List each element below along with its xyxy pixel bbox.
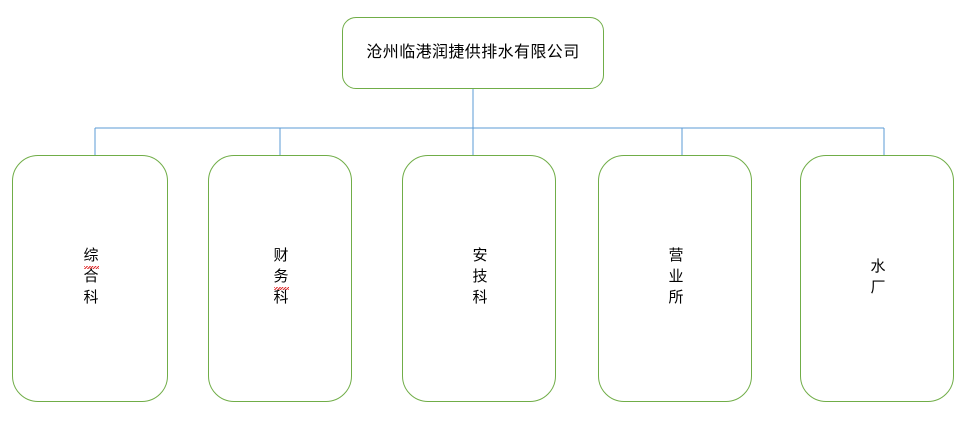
- org-node-child-1-label: 综合科: [81, 247, 99, 310]
- org-node-child-4[interactable]: 营业所: [598, 155, 752, 402]
- org-node-child-1[interactable]: 综合科: [12, 155, 168, 402]
- org-node-child-3[interactable]: 安技科: [402, 155, 556, 402]
- org-node-child-2[interactable]: 财务科: [208, 155, 352, 402]
- org-node-child-2-label: 财务科: [271, 247, 289, 310]
- org-node-root-label: 沧州临港润捷供排水有限公司: [366, 44, 580, 61]
- org-node-root[interactable]: 沧州临港润捷供排水有限公司: [342, 17, 604, 89]
- org-node-child-4-label: 营业所: [666, 247, 684, 310]
- org-node-child-3-label: 安技科: [470, 247, 488, 310]
- org-node-child-5-label: 水厂: [868, 257, 886, 300]
- org-node-child-5[interactable]: 水厂: [800, 155, 954, 402]
